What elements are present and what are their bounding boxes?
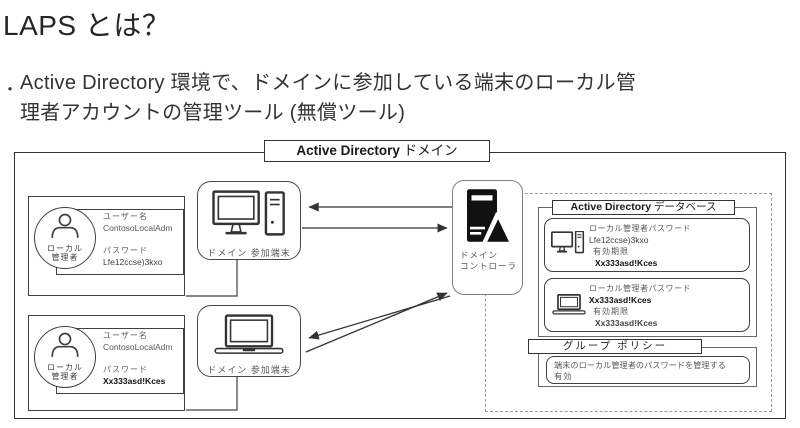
local-admin-avatar: ローカル 管理者 bbox=[34, 326, 96, 388]
entry-label: ローカル管理者パスワード bbox=[589, 284, 691, 293]
ad-managed-scope-dashed-frame bbox=[485, 193, 772, 412]
local-admin-role-label: ローカル 管理者 bbox=[47, 363, 83, 381]
ad-database-title-ja: データベース bbox=[651, 201, 717, 213]
group-policy-setting-box: 端末のローカル管理者のパスワードを管理する 有効 bbox=[546, 356, 750, 384]
person-icon bbox=[51, 332, 79, 357]
entry-new-password: Xx333asd!Kces bbox=[595, 317, 658, 328]
domain-title-box: Active Directory ドメイン bbox=[264, 140, 490, 162]
ad-database-title-en: Active Directory bbox=[570, 201, 652, 213]
device-label: ドメイン 参加端末 bbox=[207, 248, 291, 258]
bullet-marker: ・ bbox=[2, 82, 19, 99]
entry-expiry-label: 有効期限 bbox=[593, 247, 629, 256]
slide-title: LAPS とは？ bbox=[3, 10, 171, 41]
group-policy-title-box: グループ ポリシー bbox=[528, 339, 702, 354]
username-value: ContosoLocalAdm bbox=[103, 342, 173, 352]
gp-status-text: 有効 bbox=[554, 372, 573, 381]
entry-new-password: Xx333asd!Kces bbox=[595, 257, 658, 268]
person-icon bbox=[51, 213, 79, 238]
username-label: ユーザー名 bbox=[103, 331, 148, 340]
db-entry-laptop: ローカル管理者パスワード Xx333asd!Kces 有効期限 Xx333asd… bbox=[544, 278, 750, 332]
domain-controller-server-icon bbox=[466, 189, 512, 245]
ad-database-title-box: Active Directory データベース bbox=[552, 200, 735, 215]
password-label: パスワード bbox=[103, 246, 148, 255]
domain-controller-label: ドメイン コントローラ bbox=[460, 250, 518, 271]
domain-controller-box: ドメイン コントローラ bbox=[452, 180, 523, 295]
domain-title-ja: ドメイン bbox=[399, 143, 458, 158]
db-entry-laptop-icon bbox=[552, 294, 586, 315]
username-value: ContosoLocalAdm bbox=[103, 223, 173, 233]
desktop-computer-icon bbox=[212, 190, 285, 236]
gp-setting-text: 端末のローカル管理者のパスワードを管理する bbox=[554, 361, 726, 370]
local-admin-group-bottom: ユーザー名 ContosoLocalAdm パスワード Xx333asd!Kce… bbox=[28, 315, 185, 411]
laptop-icon bbox=[214, 314, 284, 354]
db-entry-desktop: ローカル管理者パスワード Lfe12ccse)3kxo 有効期限 Xx333as… bbox=[544, 218, 750, 272]
local-admin-group-top: ユーザー名 ContosoLocalAdm パスワード Lfe12ccse)3k… bbox=[28, 196, 185, 296]
domain-joined-desktop-box: ドメイン 参加端末 bbox=[197, 181, 301, 260]
entry-password: Xx333asd!Kces bbox=[589, 294, 652, 305]
username-label: ユーザー名 bbox=[103, 212, 148, 221]
password-value: Xx333asd!Kces bbox=[103, 376, 166, 386]
entry-expiry-label: 有効期限 bbox=[593, 307, 629, 316]
password-label: パスワード bbox=[103, 365, 148, 374]
domain-title-en: Active Directory bbox=[296, 143, 400, 158]
password-value: Lfe12ccse)3kxo bbox=[103, 257, 163, 267]
bullet-text: Active Directory 環境で、ドメインに参加している端末のローカル管… bbox=[20, 72, 637, 124]
local-admin-avatar: ローカル 管理者 bbox=[34, 207, 96, 269]
device-label: ドメイン 参加端末 bbox=[207, 365, 291, 375]
entry-label: ローカル管理者パスワード bbox=[589, 224, 691, 233]
domain-joined-laptop-box: ドメイン 参加端末 bbox=[197, 305, 301, 377]
entry-password: Lfe12ccse)3kxo bbox=[589, 234, 649, 245]
local-admin-role-label: ローカル 管理者 bbox=[47, 244, 83, 262]
db-entry-desktop-icon bbox=[551, 231, 585, 254]
